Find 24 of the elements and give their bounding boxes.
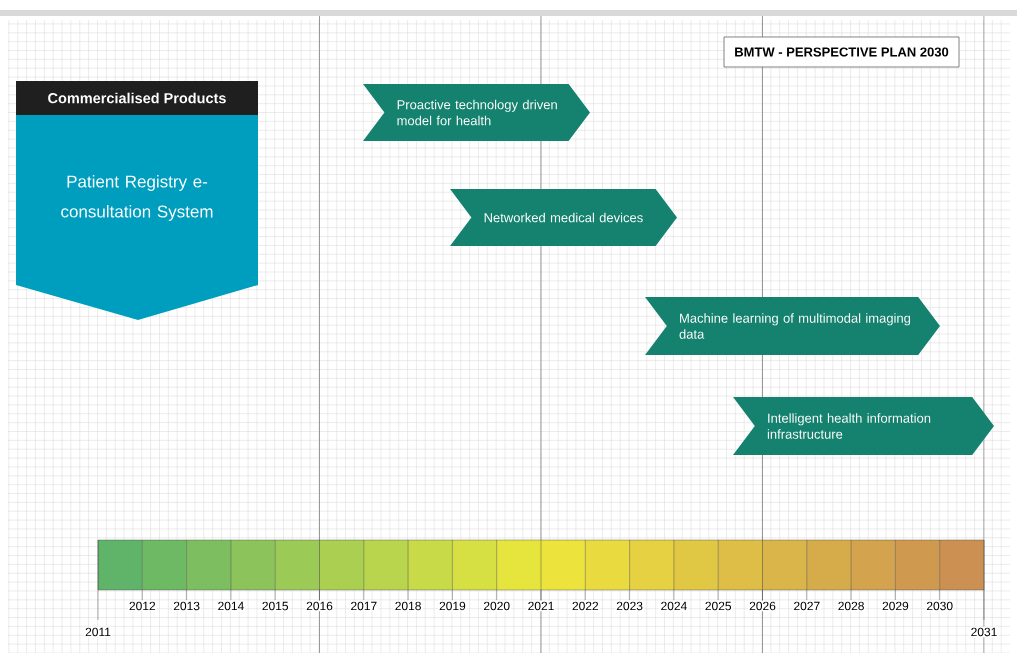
year-label: 2012 [127,600,157,612]
title-box: BMTW - PERSPECTIVE PLAN 2030 [723,36,960,68]
header-box: Commercialised Products [16,81,258,115]
year-label: 2022 [570,600,600,612]
year-label: 2016 [305,600,334,612]
year-label: 2020 [482,600,512,612]
year-label: 2014 [216,600,246,612]
year-label: 2027 [792,600,822,612]
year-label: 2029 [881,600,910,612]
year-label: 2026 [748,600,777,612]
pentagon-box: Patient Registry e- consultation System [16,115,258,320]
year-label: 2030 [925,600,955,612]
year-label: 2023 [615,600,644,612]
year-label: 2025 [703,600,733,612]
year-label: 2024 [659,600,689,612]
year-label: 2018 [393,600,423,612]
year-label: 2011 [84,626,112,638]
year-label: 2019 [438,600,467,612]
year-label: 2028 [836,600,866,612]
year-label: 2031 [969,626,999,638]
year-label: 2015 [260,600,290,612]
year-label: 2017 [349,600,379,612]
year-label: 2021 [526,600,556,612]
year-label: 2013 [172,600,201,612]
